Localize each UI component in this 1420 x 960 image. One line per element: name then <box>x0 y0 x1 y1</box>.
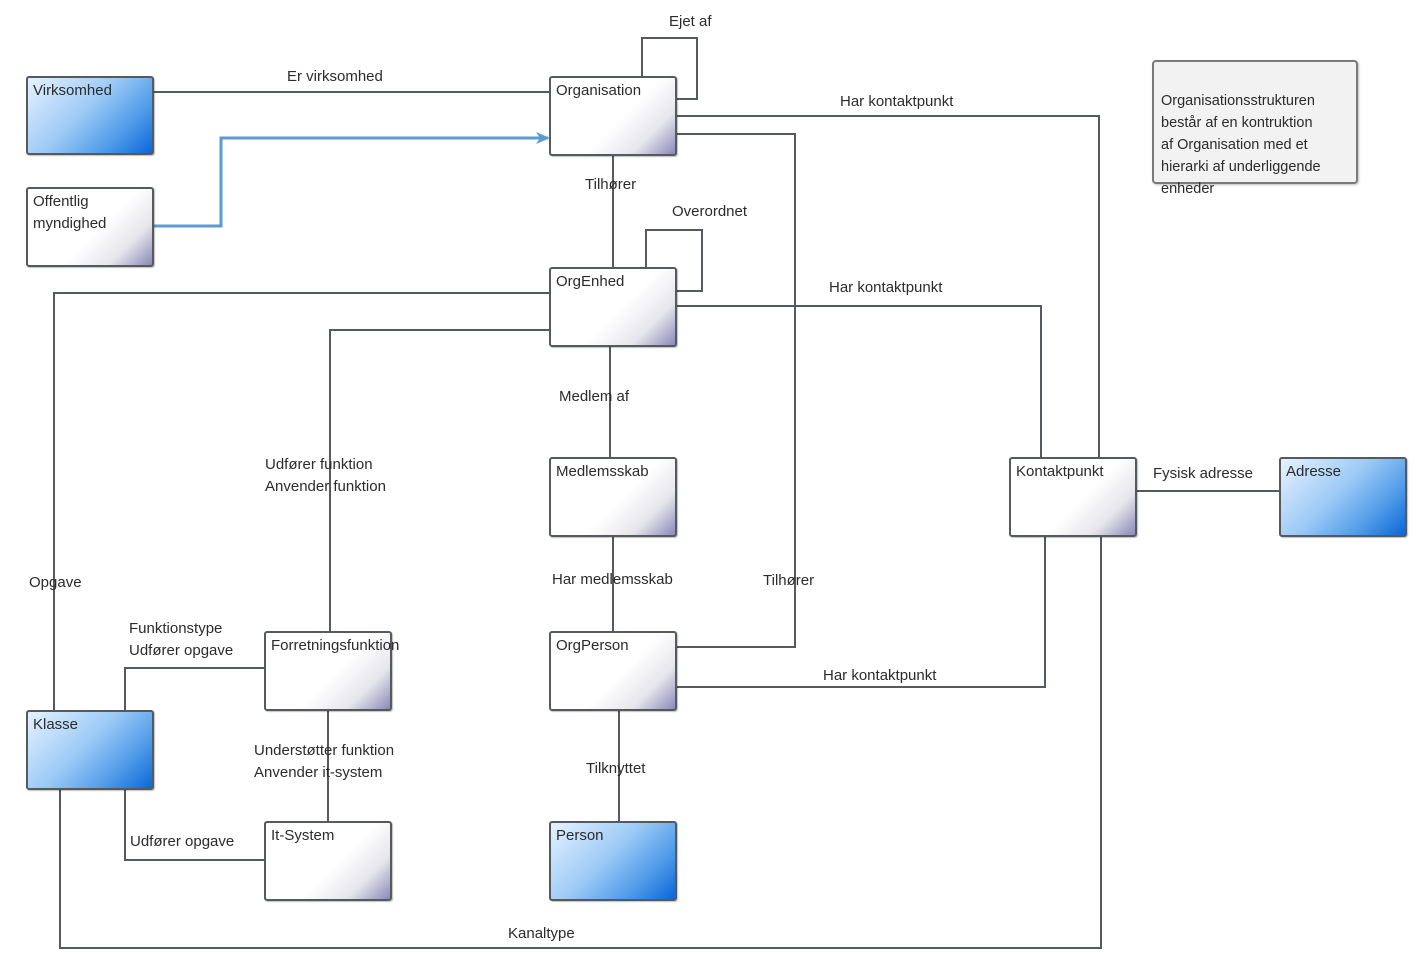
edge-label-understotter-funktion: Understøtter funktion Anvender it-system <box>254 742 395 781</box>
node-label: Kontaktpunkt <box>1016 463 1104 480</box>
edge-label-person-har-kontaktpunkt: Har kontaktpunkt <box>823 667 937 684</box>
node-label: Forretningsfunktion <box>271 637 400 654</box>
node-offentlig-myndighed[interactable]: Offentlig myndighed <box>26 187 154 267</box>
edge-label-er-virksomhed: Er virksomhed <box>287 68 383 85</box>
node-label: Medlemsskab <box>556 463 649 480</box>
edge-label-kanaltype: Kanaltype <box>508 925 575 942</box>
node-virksomhed[interactable]: Virksomhed <box>26 76 154 155</box>
edge-it-udforer-opgave[interactable] <box>124 790 265 861</box>
node-label: Adresse <box>1286 463 1342 480</box>
edge-overordnet[interactable] <box>645 229 703 292</box>
edge-udforer-funktion[interactable] <box>329 329 550 632</box>
edge-label-tilknyttet: Tilknyttet <box>586 760 646 777</box>
edge-label-tilhorer-person: Tilhører <box>763 572 815 589</box>
edge-enhed-har-kontaktpunkt[interactable] <box>677 305 1042 458</box>
annotation-note: Organisationsstrukturen består af en kon… <box>1152 60 1358 197</box>
node-person[interactable]: Person <box>549 821 677 901</box>
edge-funktionstype[interactable] <box>124 667 265 711</box>
edge-label-funktionstype: Funktionstype Udfører opgave <box>129 620 234 659</box>
edge-label-it-udforer-opgave: Udfører opgave <box>130 833 235 850</box>
edge-opgave[interactable] <box>53 292 550 711</box>
node-orgenhed[interactable]: OrgEnhed <box>549 267 677 347</box>
node-label: OrgPerson <box>556 637 629 654</box>
edge-label-overordnet: Overordnet <box>672 203 748 220</box>
edge-label-har-medlemsskab: Har medlemsskab <box>552 571 673 588</box>
edge-label-tilhorer-org: Tilhører <box>585 176 637 193</box>
edge-label-udforer-funktion: Udfører funktion Anvender funktion <box>265 456 386 495</box>
edge-specialisering-arrow[interactable] <box>154 132 550 228</box>
edge-label-ejet-af: Ejet af <box>669 13 712 30</box>
node-klasse[interactable]: Klasse <box>26 710 154 790</box>
node-label: Klasse <box>33 716 79 733</box>
edge-label-fysisk-adresse: Fysisk adresse <box>1153 465 1254 482</box>
edge-label-medlem-af: Medlem af <box>559 388 630 405</box>
edge-label-opgave: Opgave <box>29 574 82 591</box>
edge-person-har-kontaktpunkt[interactable] <box>677 536 1046 688</box>
node-kontaktpunkt[interactable]: Kontaktpunkt <box>1009 457 1137 537</box>
node-label: OrgEnhed <box>556 273 625 290</box>
node-adresse[interactable]: Adresse <box>1279 457 1407 537</box>
node-forretningsfunktion[interactable]: Forretningsfunktion <box>264 631 399 711</box>
node-organisation[interactable]: Organisation <box>549 76 677 156</box>
edge-label-enhed-har-kontaktpunkt: Har kontaktpunkt <box>829 279 943 296</box>
node-orgperson[interactable]: OrgPerson <box>549 631 677 711</box>
node-it-system[interactable]: It-System <box>264 821 392 901</box>
edge-tilhorer-person[interactable] <box>677 133 796 648</box>
note-text: Organisationsstrukturen består af en kon… <box>1161 93 1321 197</box>
edge-label-org-har-kontaktpunkt: Har kontaktpunkt <box>840 93 954 110</box>
edge-org-har-kontaktpunkt[interactable] <box>677 115 1100 458</box>
node-medlemsskab[interactable]: Medlemsskab <box>549 457 677 537</box>
node-label: It-System <box>271 827 335 844</box>
node-label: Organisation <box>556 82 642 99</box>
node-label: Offentlig myndighed <box>33 193 107 232</box>
node-label: Person <box>556 827 604 844</box>
node-label: Virksomhed <box>33 82 112 99</box>
edge-kanaltype[interactable] <box>59 536 1102 949</box>
edge-ejet-af[interactable] <box>641 37 698 100</box>
